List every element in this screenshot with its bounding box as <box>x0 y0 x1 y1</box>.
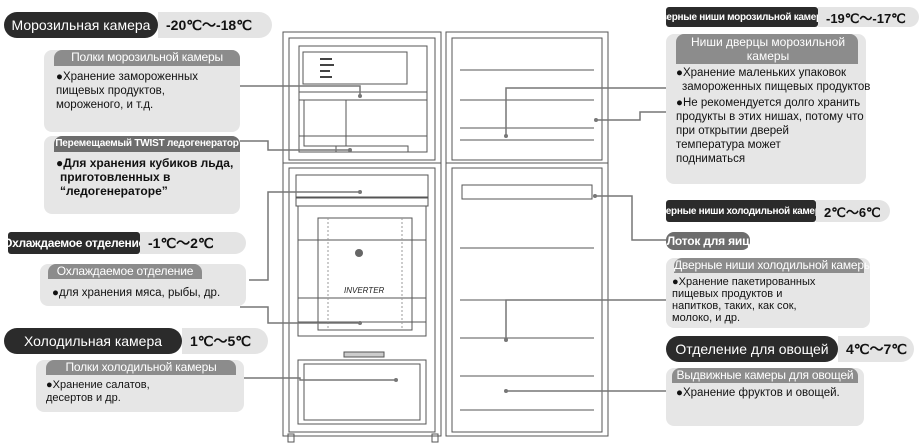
freezer-door-box-title: Ниши дверцы морозильной камеры <box>690 35 846 63</box>
freezer-temp: -20℃～-18℃ <box>158 12 272 38</box>
fridge-brand-label: INVERTER <box>344 286 385 295</box>
chilled-temp: -1℃～2℃ <box>140 232 246 254</box>
chilled-box-line-1: ●для хранения мяса, рыбы, др. <box>52 287 221 299</box>
freezer-door-line-4: продукты в этих нишах, потому что <box>676 111 864 123</box>
freezer-shelves-line-3: мороженого, и т.д. <box>56 99 154 111</box>
fridge-shelves-line-1: ●Хранение салатов, <box>46 379 150 391</box>
fridge-door-line-3: напитков, таких, как сок, <box>672 300 797 312</box>
egg-tray-label: Лоток для яиц <box>666 232 750 250</box>
freezer-header: Морозильная камера <box>4 12 158 38</box>
vegetables-box-title: Выдвижные камеры для овощей <box>672 368 858 383</box>
chilled-header: Охлаждаемое отделение <box>3 232 145 254</box>
ice-maker-line-2: приготовленных в <box>60 170 171 184</box>
freezer-door-header: Дверные ниши морозильной камеры <box>654 7 830 27</box>
freezer-door-box-title-bg <box>676 34 858 64</box>
freezer-door-line-3: ●Не рекомендуется долго хранить <box>676 97 861 109</box>
freezer-door-line-5: при открытии дверей <box>676 125 789 137</box>
freezer-door-line-2: замороженных пищевых продуктов <box>682 81 871 93</box>
fridge-door-line-2: пищевых продуктов и <box>672 288 783 300</box>
freezer-shelves-line-1: ●Хранение замороженных <box>56 71 198 83</box>
fridge-door-temp: 2℃～6℃ <box>816 200 890 222</box>
freezer-shelves-line-2: пищевых продуктов, <box>56 85 165 97</box>
freezer-door-line-6: температура может <box>676 139 781 151</box>
ice-maker-title: Перемещаемый TWIST ледогенератор <box>54 136 240 152</box>
fridge-door-header: Дверные ниши холодильной камеры <box>653 200 829 222</box>
vegetables-header: Отделение для овощей <box>666 336 838 362</box>
fridge-door-box-title: Дверные ниши холодильной камеры <box>674 258 873 273</box>
chilled-box-title: Охлаждаемое отделение <box>48 264 202 279</box>
vegetables-line-1: ●Хранение фруктов и овощей. <box>676 387 840 399</box>
freezer-shelves-title: Полки морозильной камеры <box>54 50 240 66</box>
fridge-shelves-line-2: десертов и др. <box>46 392 121 404</box>
fridge-header: Холодильная камера <box>4 328 182 354</box>
fridge-door-line-1: ●Хранение пакетированных <box>672 276 816 288</box>
freezer-door-line-1: ●Хранение маленьких упаковок <box>676 67 847 79</box>
vegetables-temp: 4℃～7℃ <box>838 336 914 362</box>
freezer-door-line-7: подниматься <box>676 153 746 165</box>
ice-maker-line-1: ●Для хранения кубиков льда, <box>56 156 234 170</box>
fridge-temp: 1℃～5℃ <box>182 328 268 354</box>
fridge-door-line-4: молоко, и др. <box>672 312 741 324</box>
fridge-shelves-title: Полки холодильной камеры <box>46 360 236 375</box>
ice-maker-line-3: “ледогенераторе” <box>60 184 168 198</box>
freezer-door-temp: -19℃～-17℃ <box>818 7 919 27</box>
